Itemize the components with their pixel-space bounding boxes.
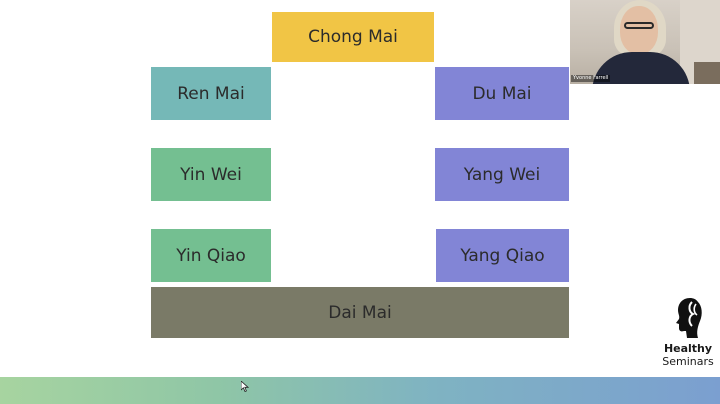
healthy-seminars-logo: Healthy Seminars — [656, 296, 720, 368]
logo-text-healthy: Healthy — [663, 342, 713, 355]
participant-name-label: Yvonne Farrell — [571, 75, 611, 82]
yin-qiao-label: Yin Qiao — [176, 245, 246, 266]
participant-face — [620, 6, 658, 54]
yin-wei-box: Yin Wei — [151, 148, 271, 201]
ren-mai-box: Ren Mai — [151, 67, 271, 120]
chong-mai-box: Chong Mai — [272, 12, 434, 62]
video-background-shelf — [694, 62, 720, 84]
head-silhouette-icon — [676, 298, 702, 338]
mouse-pointer-icon — [241, 381, 249, 392]
ren-mai-label: Ren Mai — [177, 83, 245, 104]
du-mai-label: Du Mai — [472, 83, 532, 104]
dai-mai-box: Dai Mai — [151, 287, 569, 338]
bottom-gradient-band — [0, 377, 720, 404]
yang-wei-box: Yang Wei — [435, 148, 569, 201]
du-mai-box: Du Mai — [435, 67, 569, 120]
yin-qiao-box: Yin Qiao — [151, 229, 271, 282]
participant-video-tile[interactable]: Yvonne Farrell — [570, 0, 720, 84]
chong-mai-label: Chong Mai — [308, 27, 398, 47]
participant-glasses — [624, 22, 654, 29]
yin-wei-label: Yin Wei — [180, 164, 242, 185]
yang-wei-label: Yang Wei — [463, 164, 541, 185]
yang-qiao-box: Yang Qiao — [436, 229, 569, 282]
dai-mai-label: Dai Mai — [328, 302, 392, 323]
yang-qiao-label: Yang Qiao — [460, 245, 545, 266]
logo-text-seminars: Seminars — [662, 355, 714, 368]
